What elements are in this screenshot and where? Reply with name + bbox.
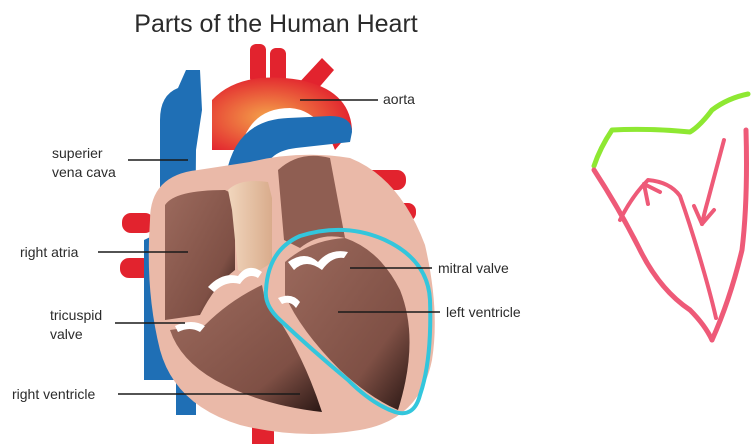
sketch-green-stroke [594,94,748,166]
label-mitral-valve: mitral valve [438,260,509,276]
label-left-ventricle: left ventricle [446,304,521,320]
label-tricuspid-1: tricuspid [50,307,102,323]
label-superior-vena-cava-1: superier [52,145,103,161]
label-right-ventricle: right ventricle [12,386,95,402]
label-tricuspid-2: valve [50,326,83,342]
pulmonary-vein-left-upper [122,213,154,233]
hand-sketch [594,94,748,340]
diagram-title: Parts of the Human Heart [134,10,418,38]
label-aorta: aorta [383,91,415,107]
sketch-pink-inner-curve [620,180,716,318]
label-right-atria: right atria [20,244,79,260]
label-superior-vena-cava-2: vena cava [52,164,116,180]
sketch-arrow-head-left [644,184,660,204]
sketch-pink-outline-left [594,170,712,340]
